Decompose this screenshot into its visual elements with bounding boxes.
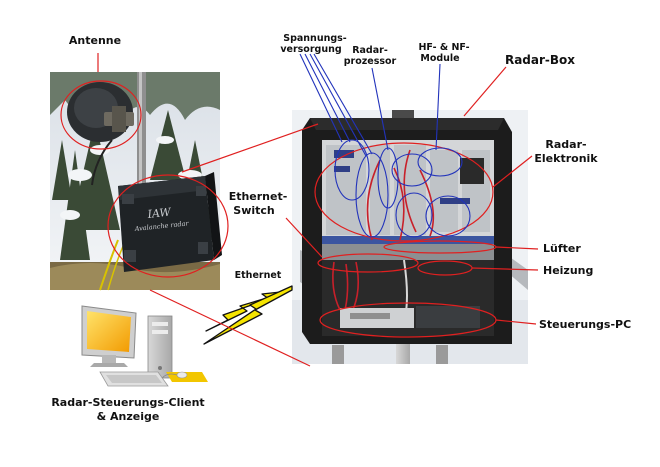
hf-module-highlight-1 [391, 153, 433, 187]
label-ethernet-switch-line1: Ethernet- [229, 190, 288, 203]
label-radarprozessor-line2: prozessor [344, 56, 397, 67]
radar-electronics-highlight [314, 142, 494, 242]
client-computer-icon [81, 305, 208, 387]
label-hf-nf-module-line1: HF- & NF- [418, 42, 469, 53]
label-client-line1: Radar-Steuerungs-Client [51, 396, 204, 409]
label-steuerungs-pc: Steuerungs-PC [539, 318, 631, 331]
red-highlights [60, 53, 539, 367]
label-heizung: Heizung [543, 264, 593, 277]
hf-module-highlight-3 [395, 192, 433, 238]
label-ethernet: Ethernet [235, 270, 282, 281]
label-antenne: Antenne [69, 34, 121, 47]
hf-module-highlight-2 [417, 147, 463, 177]
label-ethernet-switch-line2: Switch [233, 204, 274, 217]
label-hf-nf-module-line2: Module [420, 53, 459, 64]
switch-highlight [317, 253, 419, 273]
antenna-dish-icon [67, 82, 134, 186]
label-luefter: Lüfter [543, 242, 581, 255]
label-radar-box: Radar-Box [505, 53, 575, 67]
label-radar-elektronik-line1: Radar- [545, 138, 586, 151]
radar-box-interior-photo [292, 110, 528, 364]
radar-box-exterior: IAW Avalanche radar [118, 172, 222, 272]
box-brand-text: IAW [146, 205, 173, 221]
antenna-highlight [60, 80, 142, 150]
label-spannungsversorgung-line2: versorgung [280, 44, 341, 55]
power-supply-highlight-1 [334, 139, 370, 201]
lightning-bolt-shape [203, 285, 293, 345]
blue-highlights [299, 53, 471, 238]
lightning-bolt-icon [205, 290, 291, 332]
box-highlight [107, 174, 229, 278]
hf-module-highlight-4 [425, 195, 471, 237]
antenna-site-photo: IAW Avalanche radar [50, 72, 222, 291]
label-spannungsversorgung-line1: Spannungs- [283, 33, 347, 44]
label-radar-elektronik-line2: Elektronik [534, 152, 598, 165]
label-radarprozessor-line1: Radar- [352, 45, 388, 56]
label-client-line2: & Anzeige [97, 410, 160, 423]
